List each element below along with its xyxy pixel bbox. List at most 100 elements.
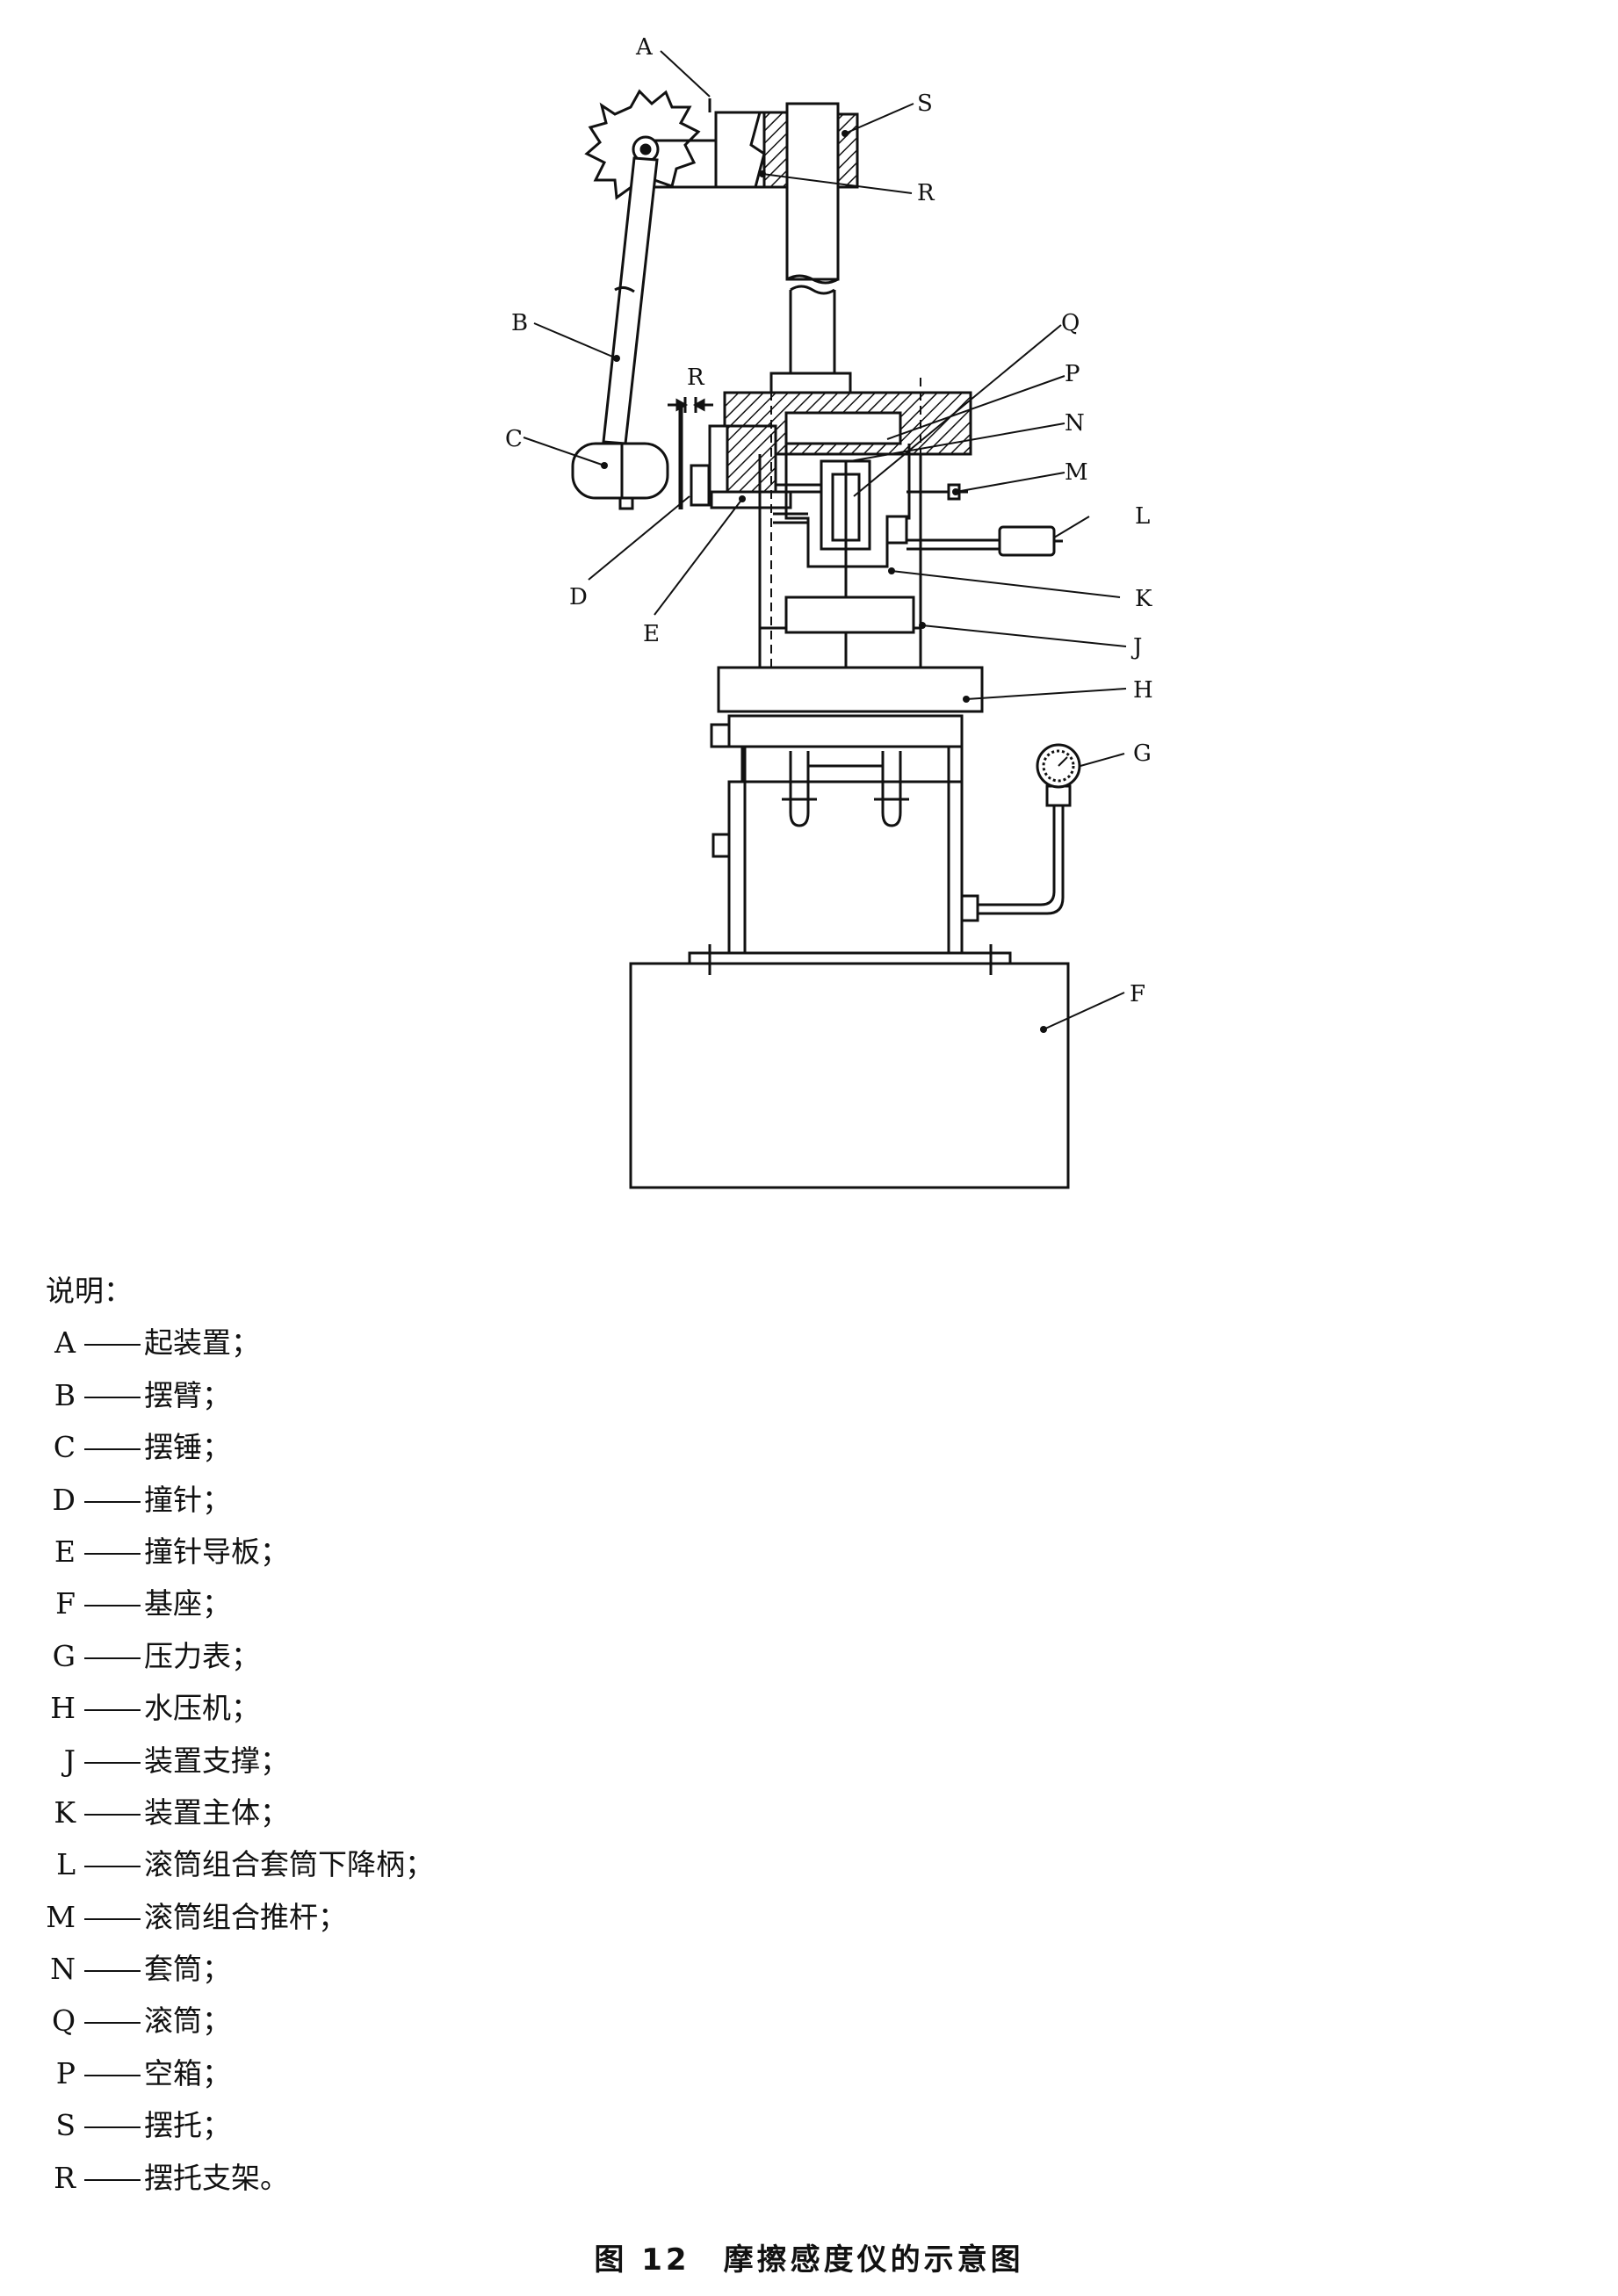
legend-key: L <box>56 1847 76 1882</box>
legend-item: N 套筒； <box>46 1943 434 1995</box>
legend-text: 摆锤； <box>144 1430 231 1465</box>
legend-item: R 摆托支架。 <box>46 2152 434 2204</box>
leader-lines <box>523 50 1127 1030</box>
legend-item: P 空箱； <box>46 2047 434 2099</box>
legend-item: J 装置支撑； <box>46 1735 434 1787</box>
callout-label: G <box>1133 740 1152 767</box>
callout-labels: A S R B Q R P N C M L D E K J H G F <box>505 34 1153 1007</box>
legend-text: 滚筒组合套筒下降柄； <box>144 1847 434 1882</box>
callout-label: M <box>1065 459 1088 486</box>
callout-label: K <box>1135 586 1152 612</box>
legend-dash <box>84 1605 141 1607</box>
legend-text: 摆臂； <box>144 1377 231 1412</box>
legend-text: 起装置； <box>144 1325 260 1361</box>
gap-marker <box>668 397 713 413</box>
device-support <box>760 378 921 676</box>
legend-text: 撞针； <box>144 1482 231 1517</box>
legend-item: B 摆臂； <box>46 1369 434 1421</box>
legend-text: 基座； <box>144 1586 231 1621</box>
legend-item: E 撞针导板； <box>46 1526 434 1578</box>
callout-label: F <box>1130 981 1145 1007</box>
legend-dash <box>84 1917 141 1920</box>
legend-key: P <box>55 2055 76 2090</box>
legend-key: F <box>55 1586 76 1621</box>
legend-dash <box>84 1448 141 1451</box>
legend-key: E <box>54 1534 76 1569</box>
legend-text: 装置主体； <box>144 1794 289 1830</box>
legend-dash <box>84 1396 141 1398</box>
pendulum-arm <box>602 156 659 445</box>
legend-item: C 摆锤； <box>46 1421 434 1473</box>
legend-text: 摆托； <box>144 2108 231 2143</box>
legend-text: 水压机； <box>144 1691 260 1726</box>
pendulum-hammer <box>571 442 669 510</box>
callout-label: R <box>917 180 935 206</box>
legend-dash <box>84 1761 141 1764</box>
legend-heading: 说明： <box>46 1274 133 1308</box>
legend-text: 撞针导板； <box>144 1534 289 1569</box>
legend-key: C <box>53 1430 76 1465</box>
callout-label: R <box>687 365 705 391</box>
legend-key: A <box>54 1325 76 1361</box>
support-column <box>785 102 840 382</box>
legend-text: 滚筒组合推杆； <box>144 1899 347 1934</box>
legend-dash <box>84 1970 141 1973</box>
legend-key: B <box>54 1377 76 1412</box>
legend-text: 摆托支架。 <box>144 2160 289 2195</box>
callout-label: P <box>1065 361 1080 387</box>
legend-dash <box>84 1552 141 1555</box>
legend-dash <box>84 1344 141 1347</box>
legend-item: F 基座； <box>46 1578 434 1629</box>
device-body <box>758 444 1063 668</box>
legend-item: K 装置主体； <box>46 1787 434 1838</box>
legend-dash <box>84 1709 141 1712</box>
callout-label: Q <box>1061 310 1080 336</box>
pressure-gauge <box>1036 743 1081 789</box>
legend-key: Q <box>51 2004 76 2039</box>
legend-dash <box>84 2074 141 2076</box>
callout-label: L <box>1135 503 1150 530</box>
callout-label: A <box>635 34 654 61</box>
legend-key: S <box>55 2108 76 2143</box>
legend-key: R <box>54 2160 76 2195</box>
legend-text: 空箱； <box>144 2055 231 2090</box>
callout-label: H <box>1133 677 1153 704</box>
legend-dash <box>84 2178 141 2181</box>
callout-label: N <box>1065 410 1085 437</box>
callout-label: B <box>511 310 528 336</box>
legend-dash <box>84 1813 141 1816</box>
legend-text: 滚筒； <box>144 2004 231 2039</box>
callout-label: D <box>569 584 588 610</box>
legend-dash <box>84 2022 141 2025</box>
hydraulic-press <box>688 666 1072 965</box>
legend-dash <box>84 1500 141 1503</box>
striker-guide-plate <box>710 490 792 509</box>
legend-item: L 滚筒组合套筒下降柄； <box>46 1838 434 1890</box>
legend-text: 套筒； <box>144 1952 231 1987</box>
callout-label: J <box>1130 634 1142 661</box>
figure-caption: 图 12 摩擦感度仪的示意图 <box>594 2242 1024 2278</box>
legend-dash <box>84 1866 141 1868</box>
legend-item: A 起装置； <box>46 1317 434 1368</box>
leader-dots <box>601 130 1047 1033</box>
legend-text: 装置支撑； <box>144 1743 289 1778</box>
legend-dash <box>84 1657 141 1659</box>
legend-key: K <box>54 1794 76 1830</box>
legend-key: N <box>50 1952 76 1987</box>
callout-label: C <box>505 426 523 452</box>
legend-key: G <box>52 1638 76 1673</box>
legend-dash <box>84 2126 141 2129</box>
callout-label: S <box>917 90 933 117</box>
callout-label: E <box>643 621 660 647</box>
legend-item: H 水压机； <box>46 1682 434 1734</box>
legend-item: S 摆托； <box>46 2099 434 2151</box>
legend-key: J <box>63 1743 76 1778</box>
lifting-device <box>584 89 716 200</box>
legend-key: H <box>50 1691 76 1726</box>
pendulum-rest-bracket <box>714 111 789 189</box>
